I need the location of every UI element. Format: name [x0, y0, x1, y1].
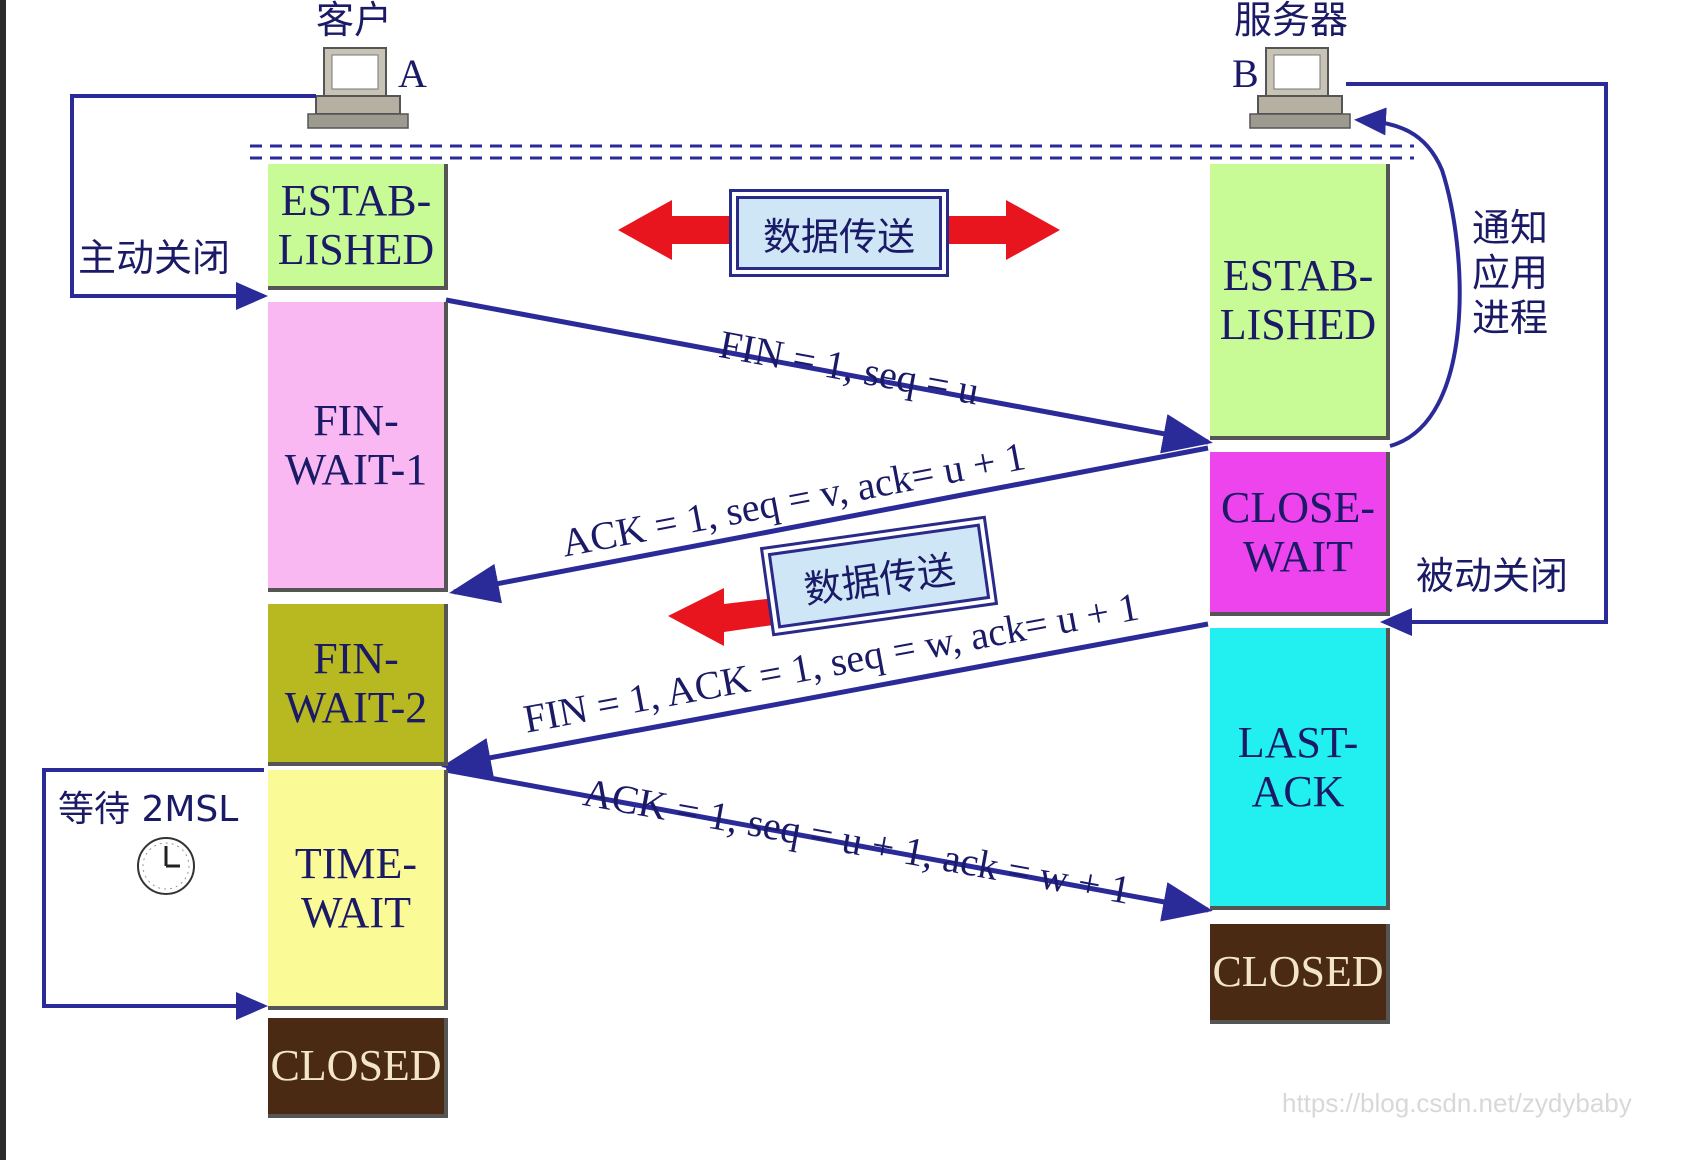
wait-2msl-label: 等待 2MSL — [58, 789, 239, 830]
client-computer-icon — [307, 47, 409, 129]
diagram-canvas: 客户 A 服务器 B ESTAB- LISHED FIN- WAIT-1 FIN… — [6, 0, 1708, 1160]
passive-close-arrow — [1346, 82, 1608, 636]
passive-close-label: 被动关闭 — [1416, 554, 1569, 598]
watermark: https://blog.csdn.net/zydybaby — [1282, 1088, 1632, 1118]
message-arrow-ack — [449, 445, 1209, 604]
server-computer-icon — [1249, 47, 1351, 129]
data-transfer-left-arrow — [668, 588, 794, 646]
server-state-closed: CLOSED — [1210, 924, 1390, 1024]
server-state-close-wait: CLOSE- WAIT — [1210, 452, 1390, 616]
server-state-last-ack: LAST- ACK — [1210, 628, 1390, 910]
client-state-fin-wait-1: FIN- WAIT-1 — [268, 302, 448, 592]
data-transfer-tag-top: 数据传送 — [736, 196, 942, 270]
client-title: 客户 — [316, 0, 393, 42]
server-letter: B — [1232, 51, 1259, 96]
message-arrow-fin — [445, 297, 1213, 454]
client-state-time-wait: TIME- WAIT — [268, 770, 448, 1010]
wait-2msl-arrow — [42, 768, 268, 1020]
client-letter: A — [398, 51, 427, 96]
client-state-closed: CLOSED — [268, 1018, 448, 1118]
clock-icon — [137, 837, 195, 895]
client-state-fin-wait-2: FIN- WAIT-2 — [268, 604, 448, 766]
active-close-label: 主动关闭 — [78, 236, 231, 280]
active-close-arrow — [70, 94, 316, 310]
server-title: 服务器 — [1234, 0, 1349, 42]
notify-app-arrow — [1354, 107, 1462, 448]
client-state-established: ESTAB- LISHED — [268, 164, 448, 290]
notify-app-label: 通知 应用 进程 — [1472, 206, 1549, 340]
message-arrow-final-ack — [445, 767, 1213, 922]
server-state-established: ESTAB- LISHED — [1210, 164, 1390, 440]
message-arrow-fin-ack — [441, 621, 1209, 778]
